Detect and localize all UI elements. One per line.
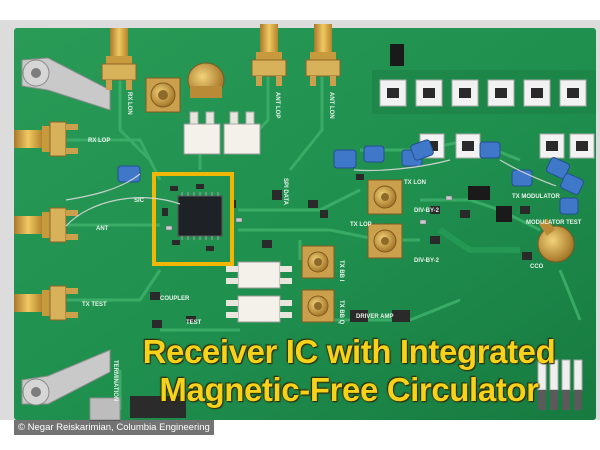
label-sic: SIC <box>134 198 145 204</box>
standoffs <box>21 44 404 421</box>
label-cco: CCO <box>530 264 544 270</box>
baluns <box>183 111 292 323</box>
label-rx-lop: RX LOP <box>88 138 110 144</box>
label-coupler: COUPLER <box>160 296 190 302</box>
label-tx-modulator: TX MODULATOR <box>512 194 560 200</box>
label-tx-lop: TX LOP <box>350 222 372 228</box>
caption-line-1: Receiver IC with Integrated <box>142 333 556 370</box>
label-modulator-test: MODULATOR TEST <box>526 220 582 226</box>
label-tx-bb-q: TX BB Q <box>338 300 344 325</box>
label-ant-lon: ANT LON <box>328 92 334 119</box>
photo-credit: © Negar Reiskarimian, Columbia Engineeri… <box>14 420 214 435</box>
label-div-by-2-a: DIV-BY-2 <box>414 208 440 214</box>
silkscreen-labels: RX LOP ANT SIC TX TEST COUPLER TEST TX L… <box>82 92 582 401</box>
label-tx-test: TX TEST <box>82 302 107 308</box>
label-ant-lop: ANT LOP <box>274 92 280 118</box>
label-tx-lon: TX LON <box>404 180 426 186</box>
label-test: TEST <box>186 320 202 326</box>
label-tx-bb-i: TX BB I <box>338 260 344 282</box>
caption-line-2: Magnetic-Free Circulator <box>159 371 539 408</box>
label-termination: TERMINATION <box>112 360 118 401</box>
dip-switches <box>379 79 595 159</box>
sma-connectors <box>14 24 403 323</box>
label-spi-data: SPI DATA <box>282 178 288 206</box>
label-ant: ANT <box>96 226 109 232</box>
label-driver-amp: DRIVER AMP <box>356 314 393 320</box>
gold-cans <box>187 62 575 263</box>
receiver-ic-chip <box>177 195 223 237</box>
label-div-by-2-b: DIV-BY-2 <box>414 258 440 264</box>
smd-parts <box>150 174 532 328</box>
photo-caption: Receiver IC with Integrated Magnetic-Fre… <box>114 333 584 409</box>
label-rx-lon: RX LON <box>126 92 132 115</box>
ic-highlight-box <box>152 172 234 266</box>
